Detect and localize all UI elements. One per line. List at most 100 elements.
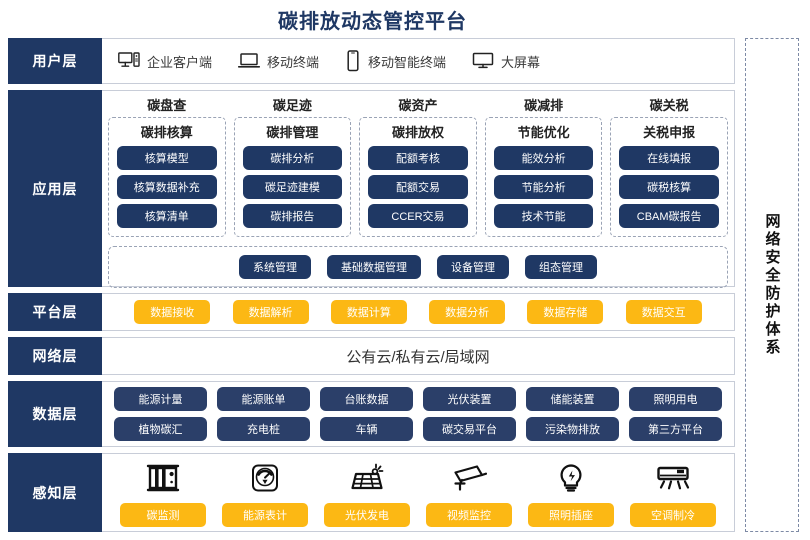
layer-data-label: 数据层 [8, 381, 102, 447]
app-column-carbon-inventory: 碳盘查 碳排核算 核算模型 核算数据补充 核算清单 [108, 95, 226, 237]
page-title: 碳排放动态管控平台 [278, 11, 467, 33]
user-terminal-label: 移动智能终端 [368, 54, 447, 70]
smartphone-icon [345, 50, 361, 72]
perception-device-list: 碳监测 能源表计 光伏发电 [112, 459, 724, 527]
app-feature-button[interactable]: 核算模型 [117, 146, 217, 170]
light-bulb-icon [555, 459, 587, 497]
solar-panel-icon [349, 459, 385, 497]
data-source-button[interactable]: 碳交易平台 [423, 417, 516, 441]
app-feature-button[interactable]: 技术节能 [493, 204, 594, 228]
user-terminal-label: 移动终端 [267, 54, 320, 70]
app-column-title: 碳关税 [649, 98, 689, 113]
data-source-row: 能源计量 能源账单 台账数据 光伏装置 储能装置 照明用电 [114, 387, 722, 411]
app-column-carbon-tariff: 碳关税 关税申报 在线填报 碳税核算 CBAM碳报告 [610, 95, 728, 237]
carbon-monitor-icon [146, 459, 180, 497]
perception-device-item[interactable]: 光伏发电 [316, 459, 418, 527]
energy-meter-icon [248, 459, 282, 497]
platform-capability-button[interactable]: 数据接收 [134, 300, 211, 324]
large-screen-icon [472, 52, 494, 70]
app-feature-button[interactable]: 节能分析 [493, 175, 594, 199]
management-button[interactable]: 基础数据管理 [327, 255, 421, 279]
platform-capability-button[interactable]: 数据存储 [527, 300, 604, 324]
perception-device-label: 空调制冷 [630, 502, 716, 527]
user-terminal-item[interactable]: 企业客户端 [118, 52, 212, 71]
app-column-subtitle: 关税申报 [643, 125, 696, 140]
app-column-box: 碳排核算 核算模型 核算数据补充 核算清单 [108, 117, 226, 237]
app-column-carbon-asset: 碳资产 碳排放权 配额考核 配额交易 CCER交易 [359, 95, 477, 237]
app-feature-button[interactable]: 碳税核算 [619, 175, 719, 199]
data-source-button[interactable]: 车辆 [320, 417, 413, 441]
data-source-button[interactable]: 能源账单 [217, 387, 310, 411]
management-button[interactable]: 组态管理 [525, 255, 597, 279]
app-column-box: 节能优化 能效分析 节能分析 技术节能 [484, 117, 603, 237]
data-source-button[interactable]: 充电桩 [217, 417, 310, 441]
management-button[interactable]: 系统管理 [239, 255, 311, 279]
app-column-box: 碳排放权 配额考核 配额交易 CCER交易 [359, 117, 477, 237]
layer-application-body: 碳盘查 碳排核算 核算模型 核算数据补充 核算清单 碳足迹 碳排管理 碳排分析 … [102, 90, 735, 288]
app-feature-button[interactable]: 核算数据补充 [117, 175, 217, 199]
app-feature-button[interactable]: 配额考核 [368, 146, 468, 170]
platform-capability-button[interactable]: 数据交互 [625, 300, 702, 324]
data-source-button[interactable]: 第三方平台 [629, 417, 722, 441]
perception-device-item[interactable]: 碳监测 [112, 459, 214, 527]
layer-platform-body: 数据接收 数据解析 数据计算 数据分析 数据存储 数据交互 [102, 293, 735, 331]
app-feature-button[interactable]: 能效分析 [493, 146, 594, 170]
laptop-icon [238, 52, 261, 70]
layer-perception-body: 碳监测 能源表计 光伏发电 [102, 453, 735, 532]
app-feature-button[interactable]: 碳足迹建模 [242, 175, 343, 199]
app-feature-button[interactable]: CBAM碳报告 [619, 204, 719, 228]
network-type-text: 公有云/私有云/局域网 [346, 348, 490, 366]
app-column-subtitle: 碳排放权 [391, 125, 444, 140]
perception-device-item[interactable]: 视频监控 [418, 459, 520, 527]
platform-capability-button[interactable]: 数据解析 [232, 300, 309, 324]
user-terminal-item[interactable]: 移动智能终端 [345, 50, 446, 72]
layer-user: 用户层 企业客户端 移动终端 [8, 38, 735, 84]
perception-device-item[interactable]: 照明插座 [520, 459, 622, 527]
user-terminal-list: 企业客户端 移动终端 移动智能终端 [102, 50, 734, 72]
layer-application-label: 应用层 [8, 90, 102, 287]
app-feature-button[interactable]: 在线填报 [619, 146, 719, 170]
app-feature-button[interactable]: 碳排分析 [242, 146, 343, 170]
perception-device-item[interactable]: 能源表计 [214, 459, 316, 527]
desktop-pc-icon [118, 52, 140, 70]
app-column-subtitle: 碳排管理 [266, 125, 319, 140]
app-column-carbon-reduction: 碳减排 节能优化 能效分析 节能分析 技术节能 [484, 95, 603, 237]
data-source-button[interactable]: 能源计量 [114, 387, 207, 411]
data-source-button[interactable]: 植物碳汇 [114, 417, 207, 441]
app-column-carbon-footprint: 碳足迹 碳排管理 碳排分析 碳足迹建模 碳排报告 [233, 95, 352, 237]
platform-capability-button[interactable]: 数据计算 [330, 300, 407, 324]
network-security-column: 网络安全防护体系 [745, 38, 799, 532]
perception-device-item[interactable]: 空调制冷 [622, 459, 724, 527]
user-terminal-item[interactable]: 移动终端 [238, 52, 319, 71]
user-terminal-label: 大屏幕 [501, 54, 541, 70]
data-source-button[interactable]: 光伏装置 [423, 387, 516, 411]
app-feature-button[interactable]: 核算清单 [117, 204, 217, 228]
user-terminal-label: 企业客户端 [147, 54, 213, 70]
perception-device-label: 碳监测 [120, 502, 206, 527]
perception-device-label: 照明插座 [528, 502, 614, 527]
platform-capability-button[interactable]: 数据分析 [429, 300, 506, 324]
layer-user-label: 用户层 [8, 38, 102, 84]
app-column-title: 碳减排 [524, 98, 564, 113]
data-source-button[interactable]: 储能装置 [526, 387, 619, 411]
layer-data: 数据层 能源计量 能源账单 台账数据 光伏装置 储能装置 照明用电 植物碳汇 充… [8, 381, 735, 447]
perception-device-label: 光伏发电 [324, 502, 410, 527]
app-column-title: 碳盘查 [147, 98, 187, 113]
data-source-button[interactable]: 污染物排放 [526, 417, 619, 441]
layer-perception-label: 感知层 [8, 453, 102, 532]
app-feature-button[interactable]: CCER交易 [368, 204, 468, 228]
app-column-subtitle: 节能优化 [517, 125, 570, 140]
app-column-title: 碳资产 [398, 98, 438, 113]
app-feature-button[interactable]: 配额交易 [368, 175, 468, 199]
user-terminal-item[interactable]: 大屏幕 [472, 52, 540, 71]
perception-device-label: 视频监控 [426, 502, 512, 527]
network-security-label: 网络安全防护体系 [763, 213, 781, 357]
perception-device-label: 能源表计 [222, 502, 308, 527]
data-source-button[interactable]: 照明用电 [629, 387, 722, 411]
app-feature-button[interactable]: 碳排报告 [242, 204, 343, 228]
data-source-button[interactable]: 台账数据 [320, 387, 413, 411]
management-button[interactable]: 设备管理 [437, 255, 509, 279]
app-column-box: 关税申报 在线填报 碳税核算 CBAM碳报告 [610, 117, 728, 237]
layer-network-label: 网络层 [8, 337, 102, 375]
